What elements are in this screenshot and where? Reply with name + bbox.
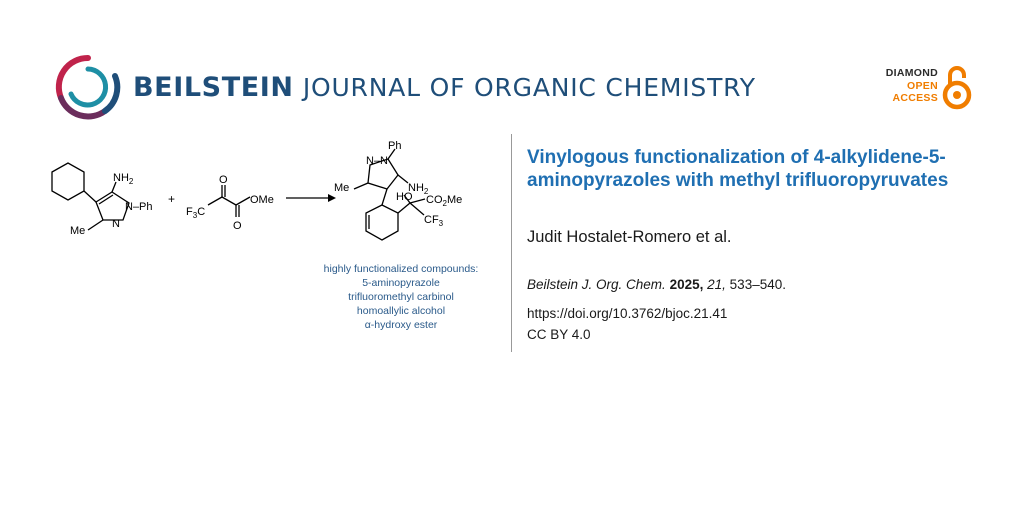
p-me-label: Me (334, 182, 349, 194)
p-co2me-label: CO2Me (426, 194, 462, 208)
product-structure (353, 148, 426, 241)
citation-journal: Beilstein J. Org. Chem. (527, 277, 666, 292)
oa-line2: OPEN (907, 79, 938, 92)
caption-line-2: 5-aminopyrazole (362, 277, 440, 289)
article-citation: Beilstein J. Org. Chem. 2025, 21, 533–54… (527, 277, 786, 292)
diamond-open-access-badge: DIAMOND OPEN ACCESS (876, 64, 976, 112)
caption-line-4: homoallylic alcohol (357, 305, 445, 317)
journal-name-bold: BEILSTEIN (133, 72, 294, 103)
caption-line-1: highly functionalized compounds: (324, 263, 479, 275)
citation-volume: 21, (707, 277, 726, 292)
caption-line-3: trifluoromethyl carbinol (348, 291, 454, 303)
open-lock-icon (942, 66, 972, 110)
p-ho-label: HO (396, 191, 413, 203)
oa-line3: ACCESS (892, 92, 938, 104)
license-label[interactable]: CC BY 4.0 (527, 327, 591, 342)
header: BEILSTEIN JOURNAL OF ORGANIC CHEMISTRY D… (0, 0, 1024, 130)
r2-f3c-label: F3C (186, 206, 205, 220)
reactant-trifluoropyruvate (207, 185, 251, 217)
journal-name-rest: JOURNAL OF ORGANIC CHEMISTRY (302, 73, 756, 102)
oa-line1: DIAMOND (885, 67, 938, 79)
r2-o-top: O (219, 174, 228, 186)
journal-logo-icon (55, 54, 121, 120)
p-nn-label: N–N (366, 155, 388, 167)
divider (511, 134, 512, 352)
reactant-aminopyrazole (51, 162, 130, 231)
citation-year: 2025, (669, 277, 704, 292)
r1-nph-label: N–Ph (125, 201, 153, 213)
journal-title[interactable]: BEILSTEIN JOURNAL OF ORGANIC CHEMISTRY (133, 72, 756, 103)
r1-nh2-label: NH2 (113, 172, 134, 186)
r1-me-label: Me (70, 225, 85, 237)
graphic-caption: highly functionalized compounds: 5-amino… (324, 263, 479, 331)
caption-line-5: α-hydroxy ester (365, 319, 438, 331)
article-title[interactable]: Vinylogous functionalization of 4-alkyli… (527, 147, 949, 191)
citation-pages: 533–540. (729, 277, 786, 292)
plus-sign: + (168, 192, 175, 206)
r2-ome-label: OMe (250, 194, 274, 206)
article-authors: Judit Hostalet-Romero et al. (527, 228, 732, 246)
reaction-arrow (286, 194, 336, 202)
p-nh2-label: NH2 (408, 182, 429, 196)
p-cf3-label: CF3 (424, 214, 444, 228)
r1-n-label: N (112, 218, 120, 230)
doi-link[interactable]: https://doi.org/10.3762/bjoc.21.41 (527, 306, 728, 321)
r2-o-bottom: O (233, 220, 242, 232)
graphical-abstract: NH2 N–Ph N Me + O F3C OMe O Ph (51, 140, 479, 331)
p-ph-label: Ph (388, 140, 401, 152)
